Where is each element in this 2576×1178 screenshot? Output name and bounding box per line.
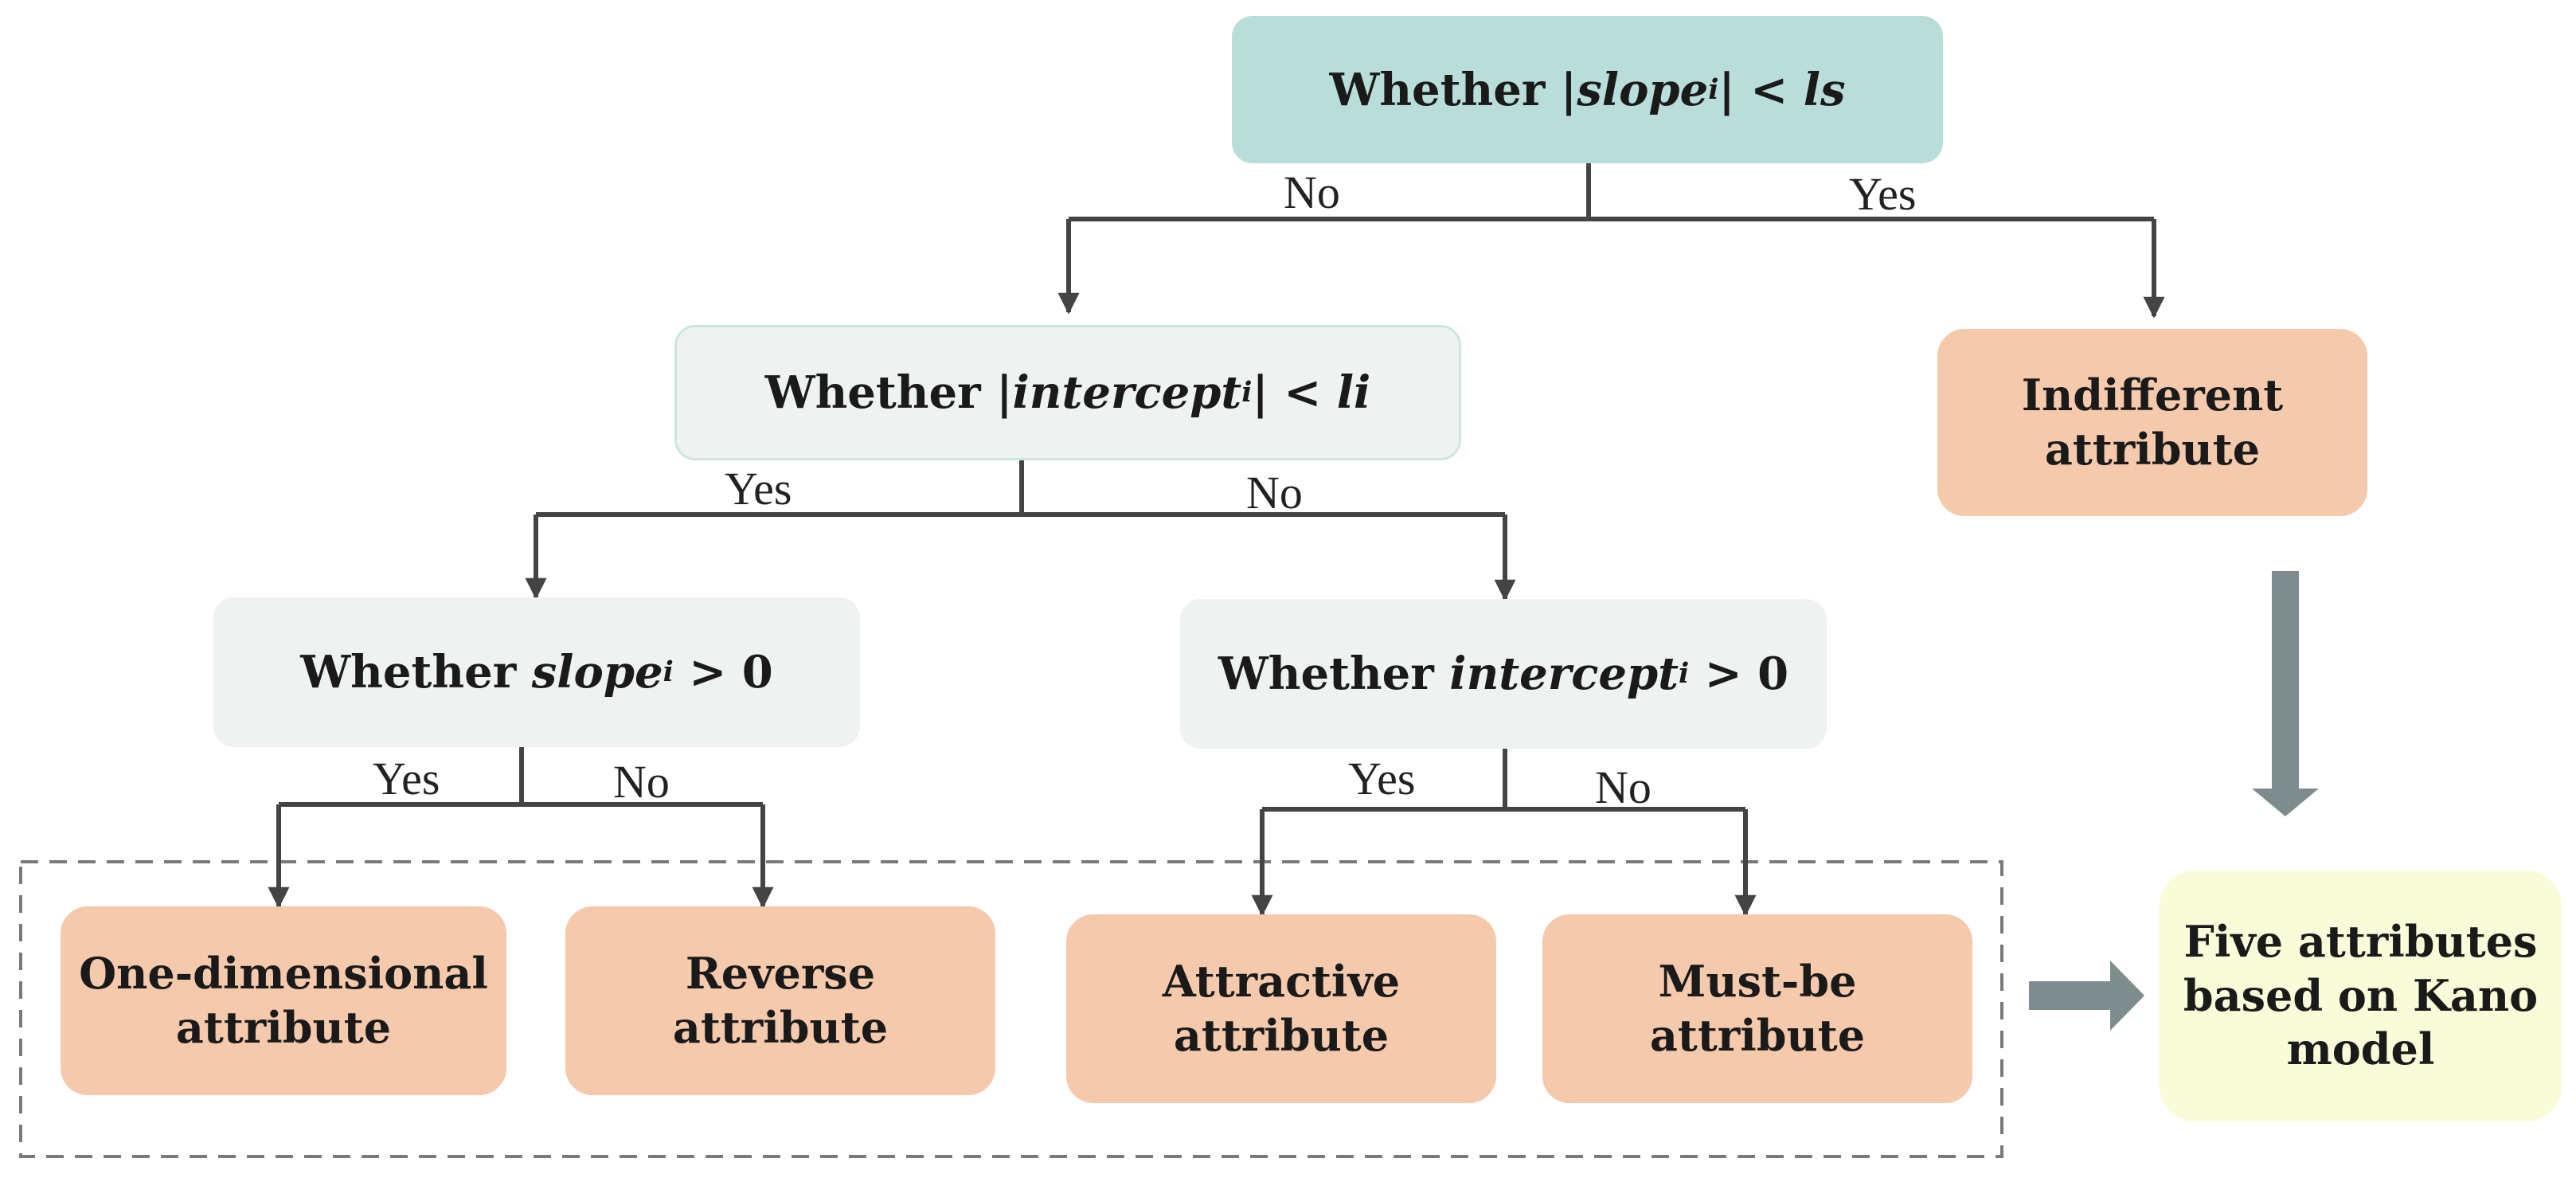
decision-intercept-abs-sub: i [1241, 376, 1253, 409]
attribute-group-border [19, 860, 2003, 1158]
label-mid-no: No [1246, 467, 1303, 519]
decision-slope-sign-var: slope [531, 646, 663, 699]
decision-slope-sign-prefix: Whether [300, 646, 532, 699]
outcome-attractive-line2: attribute [1173, 1009, 1390, 1061]
label-top-yes: Yes [1849, 168, 1917, 220]
block-arrow-down [2252, 571, 2319, 816]
label-right-yes: Yes [1348, 753, 1416, 804]
decision-intercept-sign-prefix: Whether [1218, 648, 1450, 700]
decision-intercept-abs-rhs: li [1336, 366, 1371, 419]
label-left-yes: Yes [373, 753, 440, 804]
outcome-indifferent-line1: Indifferent [2021, 370, 2284, 421]
result-line1: Five attributes [2183, 916, 2538, 968]
decision-intercept-sign-rhs: 0 [1757, 648, 1789, 700]
label-left-no: No [613, 756, 670, 808]
decision-intercept-abs-prefix: Whether | [764, 366, 1013, 419]
outcome-must-be-line2: attribute [1649, 1009, 1866, 1061]
result-line2: based on Kano [2183, 969, 2539, 1021]
decision-intercept-abs-var: intercept [1012, 366, 1242, 419]
decision-intercept-abs-mid: | < [1252, 366, 1337, 419]
decision-intercept-sign-var: intercept [1449, 648, 1679, 700]
block-arrow-right [2029, 961, 2144, 1031]
outcome-reverse-line2: attribute [672, 1001, 889, 1053]
decision-slope-abs-var: slope [1577, 63, 1709, 116]
outcome-reverse-line1: Reverse [685, 948, 876, 999]
outcome-must-be-line1: Must-be [1658, 956, 1857, 1007]
outcome-attractive-line1: Attractive [1162, 956, 1401, 1007]
result-line3: model [2286, 1023, 2435, 1075]
decision-intercept-sign-mid: > [1689, 648, 1758, 700]
decision-slope-abs-mid: | < [1718, 63, 1804, 116]
decision-intercept-sign-sub: i [1679, 657, 1690, 691]
outcome-one-dimensional-line1: One-dimensional [79, 948, 488, 999]
outcome-one-dimensional-line2: attribute [175, 1001, 392, 1053]
decision-slope-abs-sub: i [1708, 72, 1719, 106]
outcome-indifferent-line2: attribute [2044, 423, 2261, 475]
decision-slope-abs-rhs: ls [1803, 63, 1846, 116]
decision-slope-sign-mid: > [673, 646, 742, 699]
label-right-no: No [1595, 761, 1652, 813]
decision-slope-sign-sub: i [663, 656, 674, 689]
decision-slope-sign-rhs: 0 [741, 646, 773, 699]
decision-slope-abs-prefix: Whether | [1329, 63, 1577, 116]
label-top-no: No [1284, 166, 1340, 218]
label-mid-yes: Yes [725, 463, 792, 515]
